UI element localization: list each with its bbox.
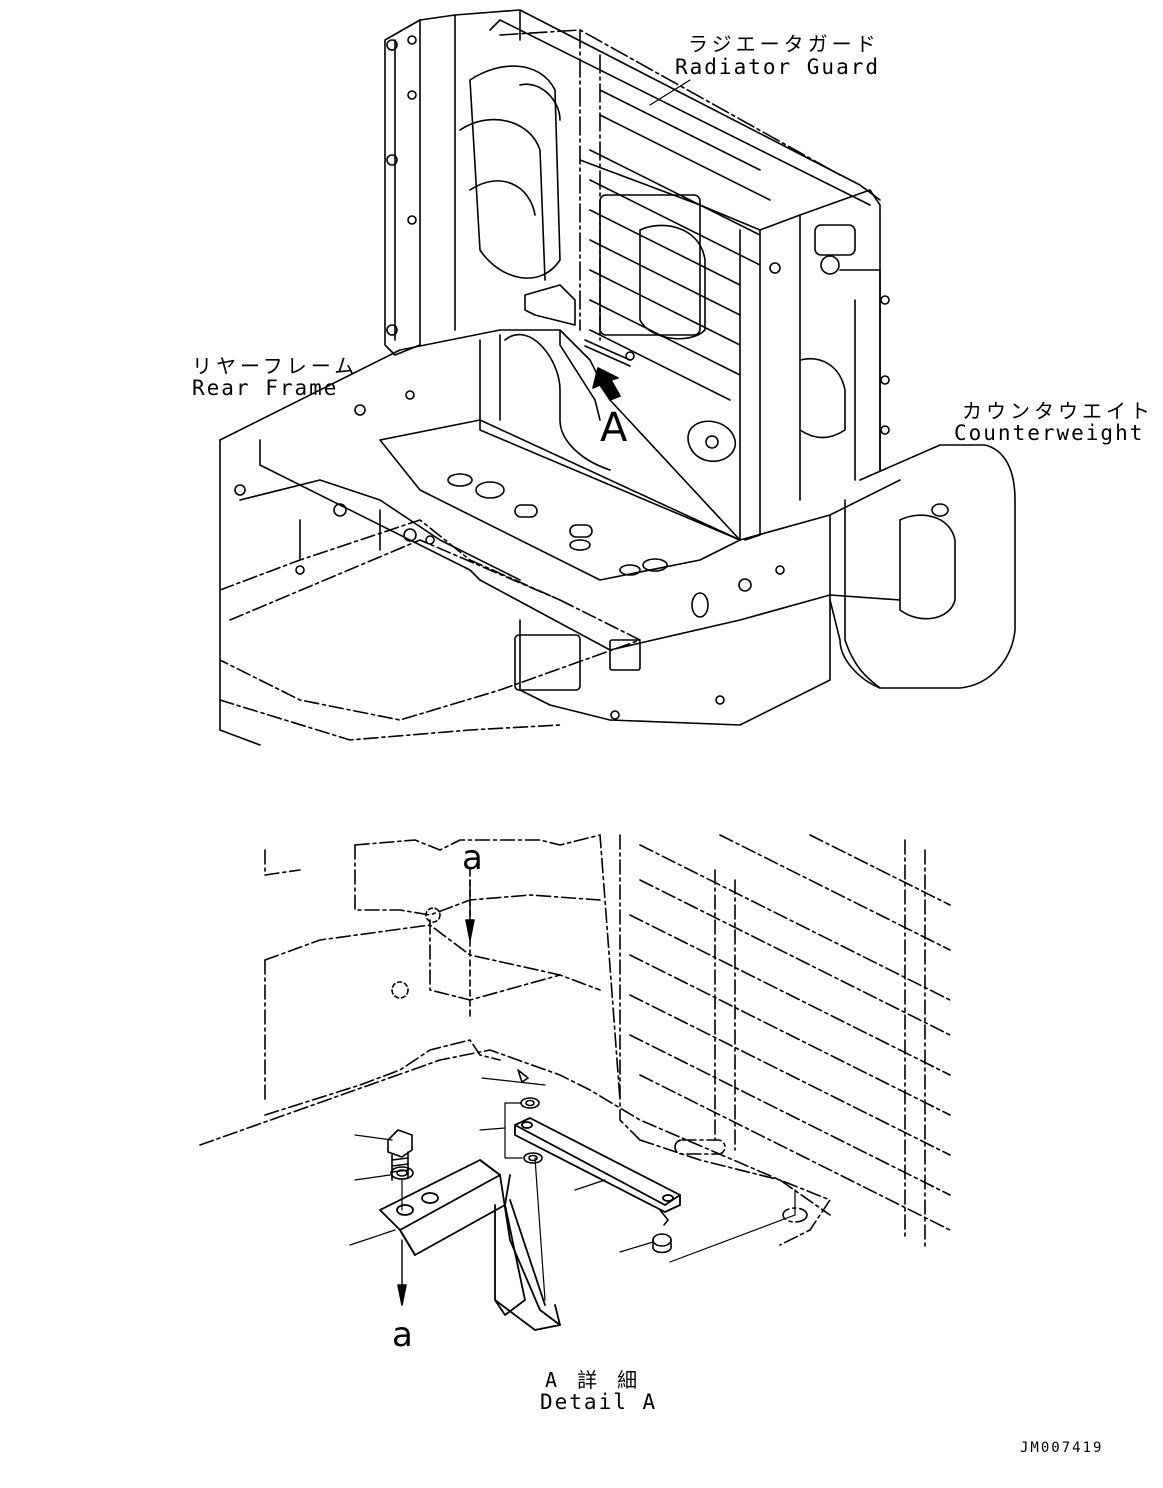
- detail-a-caption-jp: A 詳 細: [545, 1368, 642, 1392]
- radiator-louvers: [590, 90, 770, 400]
- rear-frame-label-en: Rear Frame: [192, 376, 339, 400]
- bolt: [388, 1130, 412, 1180]
- radiator-guard-drawing: [385, 10, 889, 540]
- reference-marker-bottom: a: [392, 1315, 413, 1355]
- radiator-guard-label-jp: ラジエータガード: [688, 32, 880, 56]
- rear-frame-label-jp: リヤーフレーム: [192, 354, 359, 378]
- pin-end: [660, 1210, 668, 1225]
- counterweight-label-en: Counterweight: [954, 421, 1145, 445]
- washer: [391, 1167, 413, 1179]
- drawing-code: JM007419: [1020, 1440, 1104, 1456]
- detail-radiator-fins: [620, 835, 950, 1250]
- reference-marker-top: a: [462, 838, 483, 878]
- view-a-marker: A: [600, 405, 628, 451]
- washer-mid: [524, 1153, 542, 1163]
- detail-a-caption-en: Detail A: [540, 1390, 658, 1414]
- washer-top: [521, 1098, 539, 1108]
- counterweight-label-jp: カウンタウエイト: [962, 399, 1154, 423]
- leader-lines-top: [650, 80, 690, 105]
- cotter-pin: [518, 1070, 528, 1082]
- detail-a-drawing: [200, 835, 950, 1330]
- stay-bar: [515, 1118, 680, 1212]
- counterweight-drawing: [830, 445, 1015, 688]
- nut: [653, 1234, 671, 1253]
- mounting-bracket: [380, 1160, 560, 1330]
- leader-lines-detail: [350, 1078, 795, 1262]
- radiator-guard-label-en: Radiator Guard: [675, 55, 881, 79]
- rear-frame-drawing: [220, 285, 900, 745]
- view-a-arrow: [593, 368, 620, 400]
